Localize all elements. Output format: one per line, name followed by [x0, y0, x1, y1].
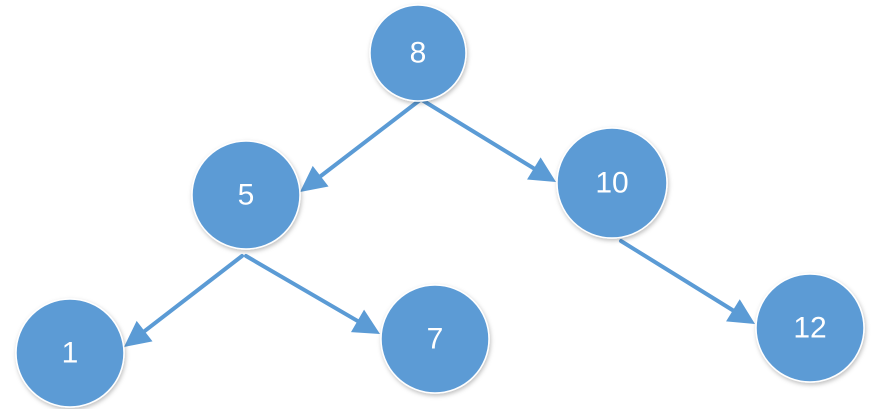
tree-node-12: 12	[755, 273, 865, 383]
arrowhead-icon	[527, 157, 556, 182]
edge-line	[317, 98, 422, 180]
edge-n8-to-n5	[300, 98, 422, 192]
edge-n5-to-n7	[244, 254, 380, 334]
arrowhead-icon	[300, 165, 329, 192]
edge-n5-to-n1	[124, 254, 244, 347]
edge-n10-to-n12	[619, 239, 755, 324]
edge-n8-to-n10	[420, 98, 556, 182]
node-label: 8	[410, 37, 427, 70]
node-label: 10	[595, 167, 628, 200]
edge-line	[420, 98, 538, 172]
arrowhead-icon	[124, 320, 153, 347]
edge-line	[619, 239, 737, 314]
node-circle	[755, 273, 865, 383]
node-label: 5	[238, 179, 255, 212]
node-circle	[380, 284, 490, 394]
tree-node-8: 8	[369, 4, 467, 102]
edges-layer	[124, 98, 755, 347]
node-circle	[369, 4, 467, 102]
arrowhead-icon	[726, 299, 755, 324]
nodes-layer: 8 5 10 1 7 12	[15, 4, 865, 408]
arrowhead-icon	[350, 309, 380, 334]
node-circle	[191, 140, 301, 250]
tree-node-1: 1	[15, 298, 125, 408]
node-label: 7	[427, 323, 444, 356]
tree-node-10: 10	[556, 127, 668, 239]
node-label: 1	[62, 337, 79, 370]
node-label: 12	[793, 312, 826, 345]
tree-node-5: 5	[191, 140, 301, 250]
edge-line	[141, 254, 244, 335]
node-circle	[556, 127, 668, 239]
tree-node-7: 7	[380, 284, 490, 394]
node-circle	[15, 298, 125, 408]
edge-line	[244, 254, 362, 324]
